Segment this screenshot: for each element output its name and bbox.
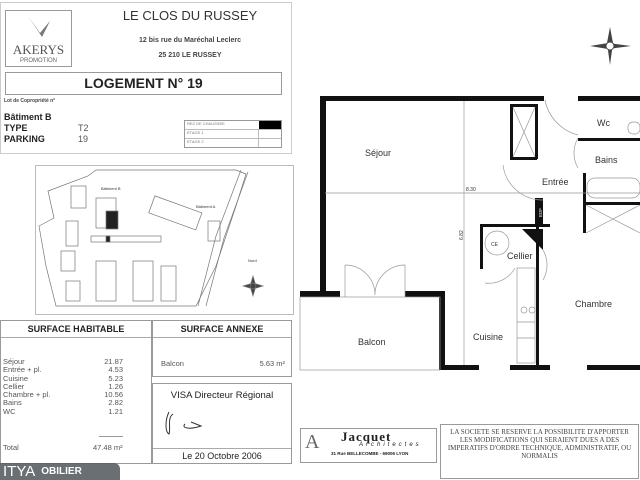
compass-rose-icon [590, 27, 631, 65]
akerys-bird-icon [28, 16, 50, 37]
total-divider [99, 436, 123, 437]
architect-logo-icon: A [305, 431, 320, 453]
address-line2: 25 210 LE RUSSEY [158, 52, 222, 59]
surface-annexe-panel: SURFACE ANNEXE Balcon 5.63 m² [152, 320, 292, 377]
project-title: LE CLOS DU RUSSEY [122, 8, 258, 23]
room-balcon: Balcon [358, 337, 386, 347]
akerys-logo: AKERYS PROMOTION [5, 10, 72, 67]
surface-row: Bains 2.82 [1, 398, 151, 408]
site-building-b: Bâtiment B [101, 186, 121, 191]
disclaimer-box: LA SOCIETE SE RESERVE LA POSSIBILITE D'A… [440, 424, 639, 479]
surface-row: Séjour 21.87 [1, 357, 151, 366]
room-area: 2.82 [108, 398, 123, 408]
edf-label: EDF [538, 208, 543, 217]
room-area: 10.56 [104, 390, 123, 400]
room-area: 1.21 [108, 406, 123, 416]
room-wc: Wc [597, 118, 610, 128]
dimension-width: 8.30 [466, 187, 476, 193]
disclaimer-line: LA SOCIETE SE RESERVE LA POSSIBILITE D'A… [450, 428, 629, 436]
room-area: 1.26 [108, 381, 123, 391]
floor-table: REZ DE CHAUSSEE ETAGE 1 ETAGE 2 [184, 120, 282, 148]
floor-marker [258, 139, 281, 147]
surface-row: Chambre + pl. 10.56 [1, 390, 151, 400]
room-name: Cuisine [3, 373, 29, 383]
visa-title: VISA Directeur Régional [170, 390, 274, 401]
room-name: Séjour [3, 357, 25, 366]
room-name: Bains [3, 398, 22, 408]
type-label: TYPE [4, 123, 28, 133]
watermark-line2: OBILIER [41, 466, 82, 477]
type-value: T2 [78, 123, 89, 133]
room-name: Cellier [3, 381, 25, 391]
room-bains: Bains [595, 155, 618, 165]
room-area: 21.87 [104, 357, 123, 366]
parking-label: PARKING [4, 134, 45, 144]
architect-sub: Architectes [359, 442, 422, 448]
address-line1: 12 bis rue du Maréchal Leclerc [139, 37, 241, 44]
room-chambre: Chambre [575, 299, 612, 309]
logement-number: LOGEMENT N° 19 [5, 72, 282, 95]
surface-row: WC 1.21 [1, 406, 151, 416]
room-name: Chambre + pl. [3, 390, 51, 400]
disclaimer-line: LES MODIFICATIONS QUI SERAIENT DUES A DE… [459, 436, 620, 444]
total-value: 47.48 m² [93, 443, 123, 452]
surface-row: Cellier 1.26 [1, 381, 151, 391]
site-building-a: Bâtiment A [196, 204, 216, 209]
surface-row: Entrée + pl. 4.53 [1, 365, 151, 375]
surface-habitable-panel: SURFACE HABITABLE Séjour 21.87 Entrée + p… [0, 320, 152, 464]
visa-panel: VISA Directeur Régional Le 20 Octobre 20… [152, 383, 292, 464]
room-sejour: Séjour [365, 148, 391, 158]
site-plan: Bâtiment B Bâtiment A Nord [35, 165, 294, 315]
disclaimer-line: IMPERATIFS D'ORDRE TECHNIQUE, ADMINISTRA… [447, 444, 632, 460]
floor-marker [259, 121, 281, 129]
surface-annexe-title: SURFACE ANNEXE [153, 324, 291, 338]
surface-list: Séjour 21.87 Entrée + pl. 4.53 Cuisine 5.23… [1, 357, 151, 416]
watermark-line1: ITYA [3, 463, 36, 480]
floor-row: ETAGE 1 [185, 130, 281, 139]
north-compass-icon [241, 274, 265, 298]
room-name: Entrée + pl. [3, 365, 42, 375]
room-cuisine: Cuisine [473, 332, 503, 342]
watermark: ITYA OBILIER [0, 463, 120, 480]
floor-label: REZ DE CHAUSSEE [187, 121, 225, 126]
floor-label: ETAGE 1 [187, 130, 204, 135]
architect-name: Jacquet [341, 429, 392, 444]
architect-box: A Jacquet Architectes 31 Rue BELLECOMBE … [300, 428, 437, 463]
room-entree: Entrée [542, 177, 569, 187]
total-label: Total [3, 443, 19, 452]
architect-address: 31 Rue BELLECOMBE - 69006 LYON [331, 451, 409, 456]
ce-label: CE [491, 242, 499, 248]
parking-value: 19 [78, 134, 89, 144]
room-area: 4.53 [108, 365, 123, 375]
floor-marker [258, 130, 281, 138]
logo-brand: AKERYS [12, 42, 65, 57]
floor-plan: Séjour Entrée Wc Bains Cellier Chambre C… [299, 96, 640, 371]
annexe-area: 5.63 m² [259, 359, 285, 368]
surface-habitable-title: SURFACE HABITABLE [1, 324, 151, 338]
room-name: WC [3, 406, 16, 416]
logo-sub: PROMOTION [20, 58, 57, 64]
lot-label: Lot de Copropriété n° [4, 98, 56, 104]
floor-row: ETAGE 2 [185, 139, 281, 147]
dimension-depth: 6.82 [459, 230, 465, 240]
north-label: Nord [248, 258, 257, 263]
batiment: Bâtiment B [4, 112, 52, 122]
visa-date: Le 20 Octobre 2006 [153, 448, 291, 461]
signature [165, 411, 203, 435]
floor-row: REZ DE CHAUSSEE [185, 121, 281, 130]
room-cellier: Cellier [507, 251, 533, 261]
surface-row: Cuisine 5.23 [1, 373, 151, 383]
room-area: 5.23 [108, 373, 123, 383]
floor-label: ETAGE 2 [187, 139, 204, 144]
annexe-room: Balcon [161, 359, 184, 368]
